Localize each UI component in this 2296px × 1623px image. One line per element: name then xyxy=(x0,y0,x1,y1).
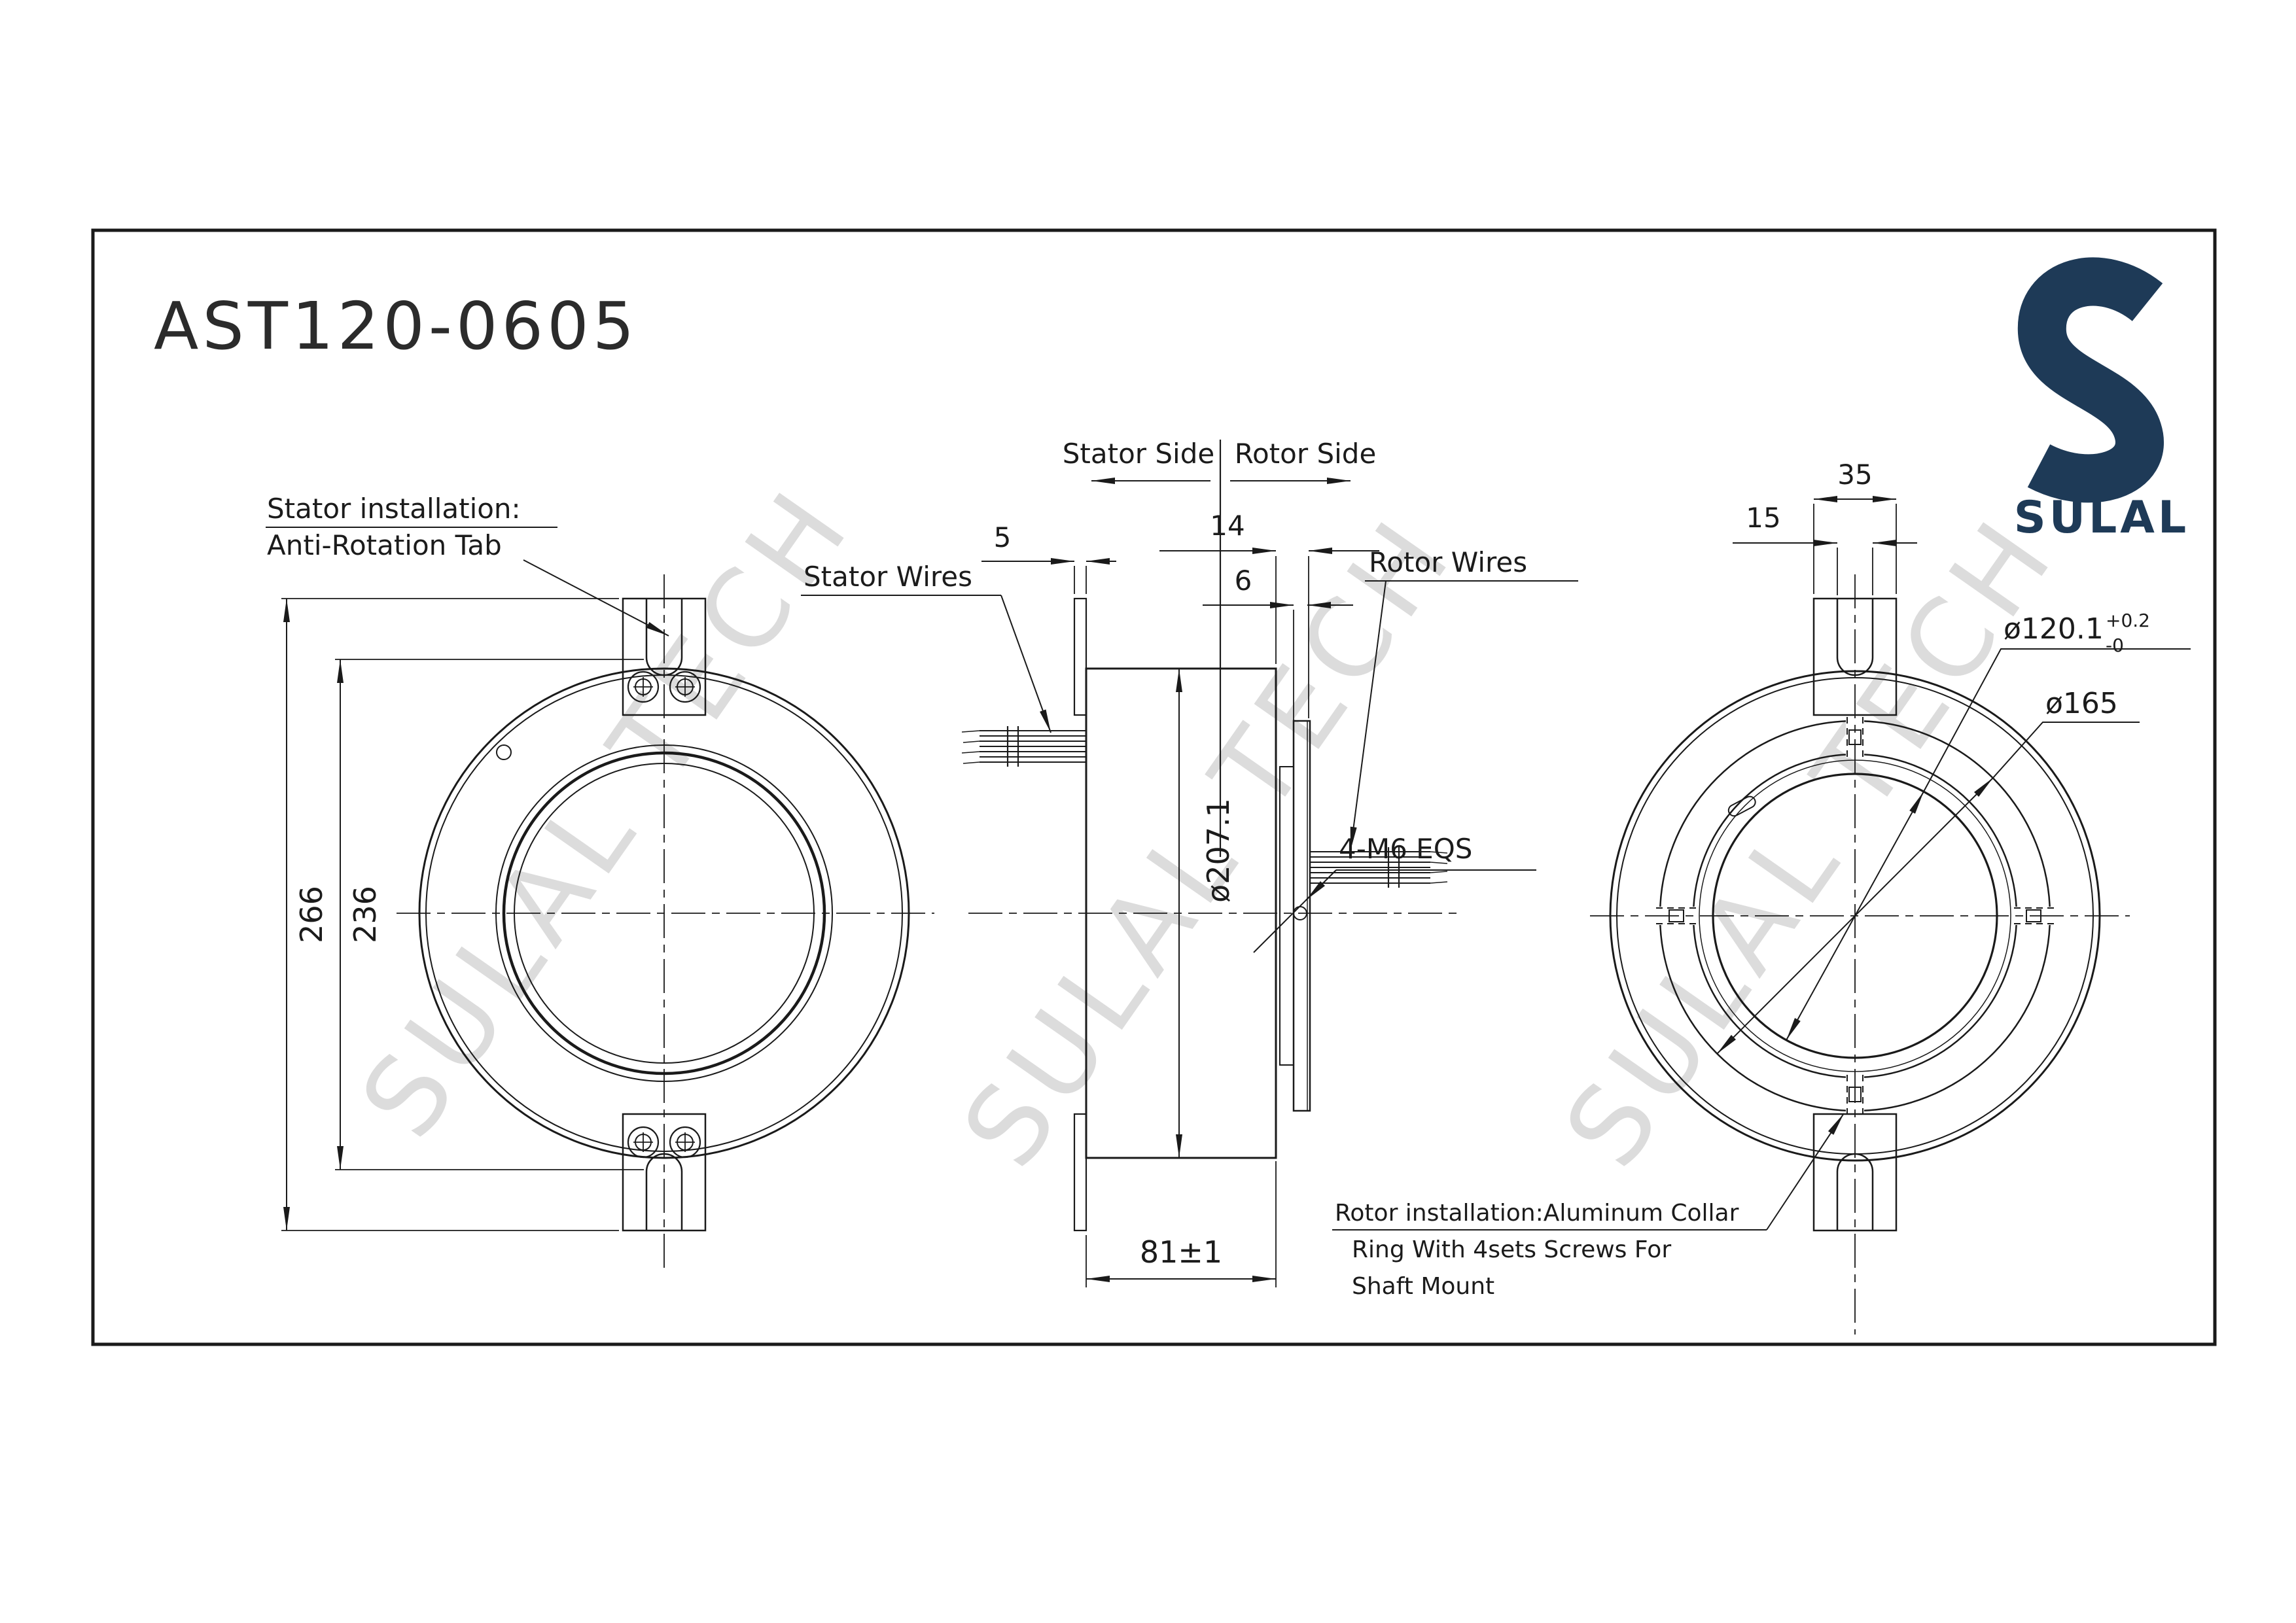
side-view: Stator Side Rotor Side 5 14 6 ø207.1 4-M… xyxy=(801,438,1578,1287)
bottom-tab-side xyxy=(1073,1113,1087,1232)
note-line-3: Shaft Mount xyxy=(1352,1273,1494,1300)
dim-tol-plus: +0.2 xyxy=(2106,610,2150,631)
bottom-tab-screws xyxy=(627,1126,701,1159)
rotor-side-label: Rotor Side xyxy=(1235,438,1377,470)
rotor-wires-label: Rotor Wires xyxy=(1369,546,1527,578)
dim-text-14: 14 xyxy=(1210,510,1245,542)
m6-label: 4-M6 EQS xyxy=(1339,833,1472,865)
top-tab-side xyxy=(1073,597,1087,716)
stator-installation-note: Stator installation: Anti-Rotation Tab xyxy=(266,493,669,637)
dim-text-120: ø120.1 xyxy=(2004,612,2104,646)
stator-wires-note: Stator Wires xyxy=(801,561,1051,733)
rotor-installation-note: Rotor installation:Aluminum Collar Ring … xyxy=(1332,1113,1845,1300)
dim-text-6: 6 xyxy=(1235,565,1252,597)
brand-name: SULAL xyxy=(2014,492,2189,544)
dim-text-165: ø165 xyxy=(2045,687,2118,720)
dim-tol-minus: -0 xyxy=(2106,635,2124,656)
drawing-title: AST120-0605 xyxy=(154,288,638,364)
leader-arrow xyxy=(1766,1113,1845,1230)
leader-arrow xyxy=(523,559,669,637)
side-header: Stator Side Rotor Side xyxy=(1063,438,1377,857)
stator-wire-bundle xyxy=(961,726,1086,767)
dim-text-35: 35 xyxy=(1837,459,1872,491)
m6-note: 4-M6 EQS xyxy=(1253,833,1536,953)
pin-hole xyxy=(496,744,512,760)
note-line-1: Rotor installation:Aluminum Collar xyxy=(1335,1200,1739,1227)
dim-text-236: 236 xyxy=(347,886,383,943)
rotor-wires-note: Rotor Wires xyxy=(1350,546,1578,851)
note-line-2: Ring With 4sets Screws For xyxy=(1352,1236,1671,1263)
stator-side-label: Stator Side xyxy=(1063,438,1214,470)
dim-text-15: 15 xyxy=(1746,502,1780,534)
front-view: 266 236 Stator installation: Anti-Rotati… xyxy=(266,493,934,1268)
rotor-view: 35 15 ø120.1 +0.2 -0 ø165 Rotor installa… xyxy=(1332,459,2191,1335)
collar-od-dim: ø165 xyxy=(1716,687,2140,1055)
drawing-border xyxy=(91,228,2217,1346)
note-line-2: Anti-Rotation Tab xyxy=(267,529,502,561)
note-line-1: Stator installation: xyxy=(267,493,521,525)
logo-s-icon xyxy=(2017,257,2164,503)
rotor-wire-bundle xyxy=(1310,847,1448,888)
dim-text-207: ø207.1 xyxy=(1201,798,1236,903)
brand-logo: SULAL xyxy=(2014,257,2189,544)
dim-text-266: 266 xyxy=(294,886,329,943)
dim-text-5: 5 xyxy=(994,521,1012,553)
dim-text-81: 81±1 xyxy=(1140,1234,1222,1270)
top-tab-screws xyxy=(627,671,701,703)
stator-wires-label: Stator Wires xyxy=(804,561,972,593)
